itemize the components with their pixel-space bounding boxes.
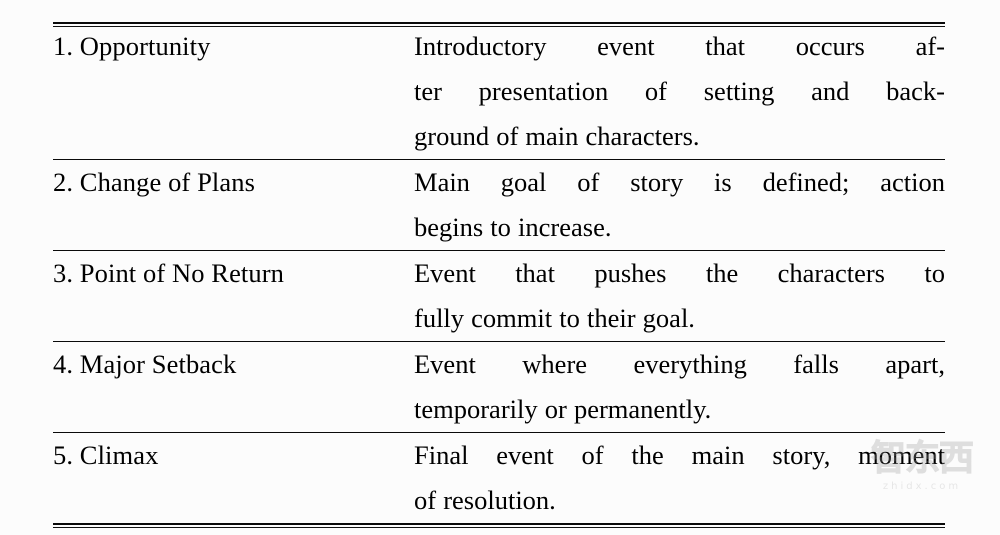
rule-mid [53, 250, 945, 251]
stage-label: 5. Climax [53, 440, 159, 470]
table-bottomrule [53, 523, 945, 529]
description-line: Event where everything falls apart, [414, 349, 945, 379]
rule-mid [53, 159, 945, 160]
table-toprule [53, 22, 945, 28]
column-gap [396, 160, 414, 250]
rule-mid [53, 432, 945, 433]
stage-label: 1. Opportunity [53, 31, 211, 61]
column-gap [396, 251, 414, 341]
table-row: 5. Climax Final event of the main story,… [53, 433, 945, 523]
stage-description: Final event of the main story, moment of… [414, 433, 945, 523]
description-line: Introductory event that occurs af- [414, 31, 945, 61]
stage-label: 2. Change of Plans [53, 167, 255, 197]
table-row: 3. Point of No Return Event that pushes … [53, 251, 945, 341]
description-line: ter presentation of setting and back- [414, 76, 945, 106]
column-gap [396, 342, 414, 432]
stage-description: Event that pushes the characters to full… [414, 251, 945, 341]
stage-description: Event where everything falls apart, temp… [414, 342, 945, 432]
stage-label: 4. Major Setback [53, 349, 237, 379]
stage-description: Introductory event that occurs af- ter p… [414, 24, 945, 159]
table-midrule [53, 250, 945, 251]
rule-bottom [53, 523, 945, 529]
table-midrule [53, 432, 945, 433]
table-midrule [53, 159, 945, 160]
table-row: 2. Change of Plans Main goal of story is… [53, 160, 945, 250]
table-midrule [53, 341, 945, 342]
story-stages-table: 1. Opportunity Introductory event that o… [53, 22, 945, 529]
column-gap [396, 433, 414, 523]
stage-label: 3. Point of No Return [53, 258, 285, 288]
story-stages-table-container: 1. Opportunity Introductory event that o… [53, 22, 945, 529]
stage-description: Main goal of story is defined; action be… [414, 160, 945, 250]
rule-top [53, 22, 945, 28]
table-row: 4. Major Setback Event where everything … [53, 342, 945, 432]
description-line: of resolution. [414, 485, 556, 515]
rule-mid [53, 341, 945, 342]
column-gap [396, 24, 414, 159]
description-line: Event that pushes the characters to [414, 258, 945, 288]
table-caption-clipped [53, 527, 945, 535]
description-line: Final event of the main story, moment [414, 440, 945, 470]
table-row: 1. Opportunity Introductory event that o… [53, 24, 945, 159]
description-line: temporarily or permanently. [414, 394, 712, 424]
description-line: begins to increase. [414, 212, 612, 242]
description-line: Main goal of story is defined; action [414, 167, 945, 197]
description-line: fully commit to their goal. [414, 303, 695, 333]
description-line: ground of main characters. [414, 121, 700, 151]
